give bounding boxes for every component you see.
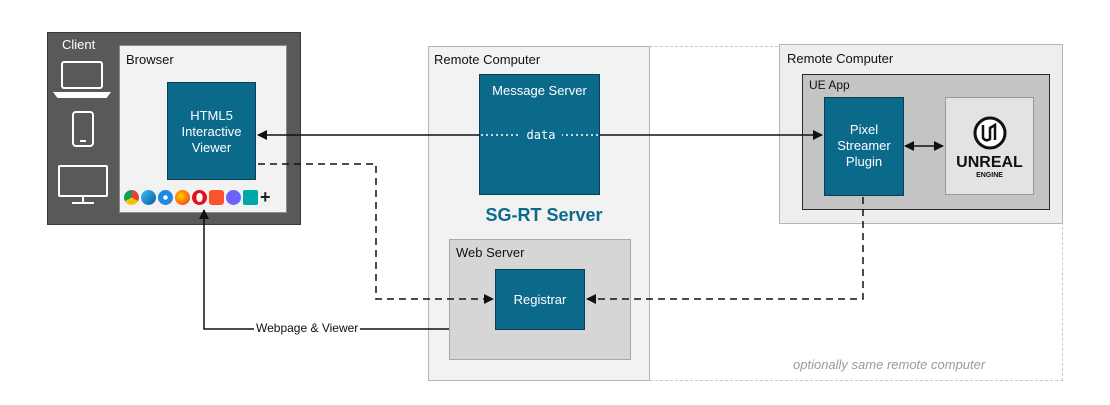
webpage-viewer-label: Webpage & Viewer <box>254 321 361 335</box>
web-server-label: Web Server <box>456 245 525 260</box>
remote-computer-1-label: Remote Computer <box>434 52 541 67</box>
message-server: Message Server <box>479 74 600 195</box>
registrar-label: Registrar <box>513 292 567 307</box>
pixel-line2: Streamer <box>837 138 891 153</box>
edge-icon <box>141 190 156 205</box>
html5-interactive-viewer: HTML5 Interactive Viewer <box>167 82 256 180</box>
silk-icon <box>243 190 258 205</box>
unreal-emblem-icon <box>973 116 1007 150</box>
html5-line1: HTML5 <box>190 108 233 123</box>
data-label: data <box>520 127 562 143</box>
chrome-icon <box>124 190 139 205</box>
unreal-engine-logo: UNREAL ENGINE <box>945 97 1034 195</box>
pixel-line3: Plugin <box>845 154 883 169</box>
client-label: Client <box>62 37 96 52</box>
optionally-same-remote-computer-note: optionally same remote computer <box>793 357 986 372</box>
safari-icon <box>158 190 173 205</box>
unreal-logo-sub: ENGINE <box>976 172 1003 179</box>
registrar: Registrar <box>495 269 585 330</box>
message-server-label: Message Server <box>492 83 587 98</box>
laptop-icon <box>53 61 111 98</box>
monitor-icon <box>58 165 108 204</box>
html5-line2: Interactive <box>181 124 242 139</box>
html5-line3: Viewer <box>191 140 232 155</box>
pixel-streamer-plugin: Pixel Streamer Plugin <box>824 97 904 196</box>
browser-label: Browser <box>126 52 174 67</box>
opera-icon <box>192 190 207 205</box>
remote-computer-2-label: Remote Computer <box>787 51 894 66</box>
add-icon: + <box>260 187 271 207</box>
ue-app-label: UE App <box>809 78 850 92</box>
browser-icons-row: + <box>124 187 271 207</box>
viewer-to-registrar-line <box>258 163 494 304</box>
brave-icon <box>209 190 224 205</box>
firefox-icon <box>175 190 190 205</box>
pixel-line1: Pixel <box>849 122 879 137</box>
unreal-logo-word: UNREAL <box>956 154 1023 171</box>
plugin-to-registrar-line <box>586 197 864 304</box>
sg-rt-server-label: SG-RT Server <box>485 205 603 225</box>
phone-icon <box>72 111 94 147</box>
vivaldi-icon <box>226 190 241 205</box>
webpage-viewer-line <box>199 209 449 330</box>
